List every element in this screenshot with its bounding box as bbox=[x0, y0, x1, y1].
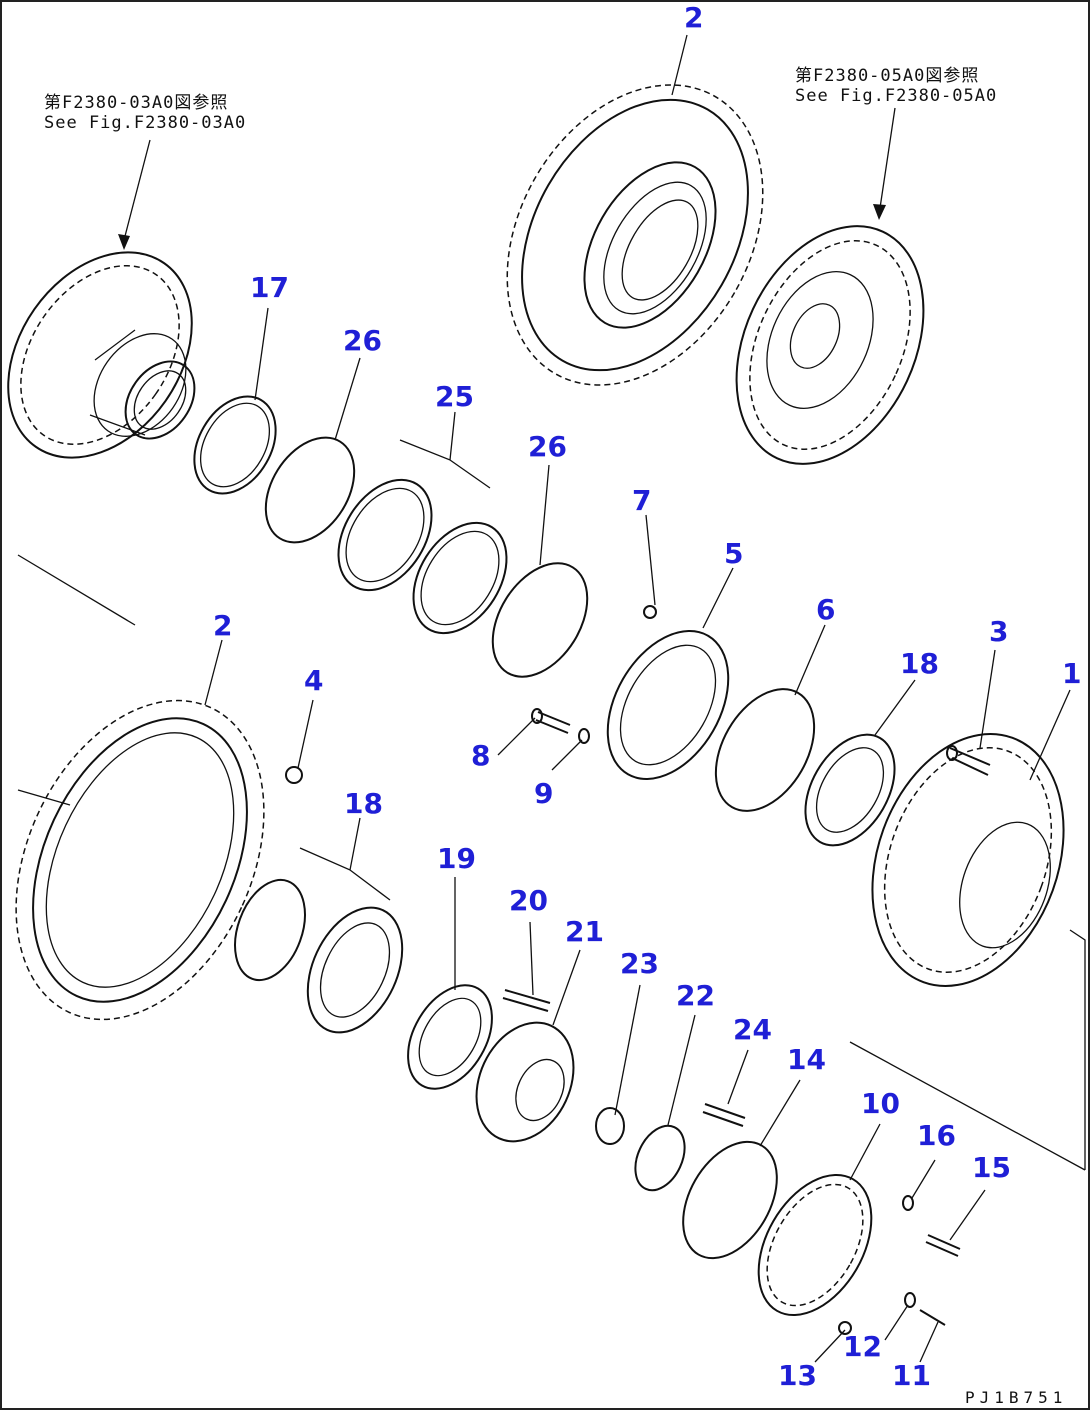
callout-15: 15 bbox=[972, 1151, 1011, 1184]
o-ring-26-a bbox=[264, 436, 356, 544]
callout-26-b: 26 bbox=[528, 430, 567, 463]
bolt-20 bbox=[502, 989, 551, 1012]
callout-6: 6 bbox=[816, 593, 836, 626]
callout-4: 4 bbox=[304, 664, 324, 697]
callout-12: 12 bbox=[843, 1330, 882, 1363]
callout-7: 7 bbox=[632, 484, 652, 517]
lock-plate-22 bbox=[634, 1124, 686, 1192]
ref-note-right-line1: 第F2380-05A0図参照 bbox=[795, 66, 980, 86]
callout-17: 17 bbox=[250, 271, 289, 304]
bolt-8 bbox=[531, 708, 571, 734]
ref-note-left: 第F2380-03A0図参照 See Fig.F2380-03A0 bbox=[44, 93, 246, 134]
o-ring-26-b bbox=[491, 562, 589, 678]
right-hub-assembly bbox=[735, 225, 925, 465]
ref-note-left-line2: See Fig.F2380-03A0 bbox=[44, 113, 247, 134]
callout-22: 22 bbox=[676, 979, 715, 1012]
collar-23 bbox=[595, 1107, 625, 1145]
washer-9 bbox=[578, 728, 590, 744]
bolt-3 bbox=[946, 745, 991, 776]
callout-1: 1 bbox=[1062, 657, 1082, 690]
callout-20: 20 bbox=[509, 884, 548, 917]
callout-18-b: 18 bbox=[344, 787, 383, 820]
callout-10: 10 bbox=[861, 1087, 900, 1120]
callout-5: 5 bbox=[724, 537, 744, 570]
ref-note-left-line1: 第F2380-03A0図参照 bbox=[44, 93, 229, 113]
sprocket-lower bbox=[15, 699, 265, 1021]
hub-1 bbox=[871, 733, 1065, 987]
ref-note-right-line2: See Fig.F2380-05A0 bbox=[795, 86, 998, 107]
bearing-18-a bbox=[804, 733, 896, 847]
bearing-18-b bbox=[234, 878, 404, 1034]
callout-9: 9 bbox=[534, 777, 554, 810]
callout-24: 24 bbox=[733, 1013, 772, 1046]
callout-8: 8 bbox=[471, 739, 491, 772]
callout-25: 25 bbox=[435, 380, 474, 413]
plate-19 bbox=[407, 984, 493, 1090]
o-ring-14 bbox=[682, 1140, 778, 1260]
plug-7 bbox=[643, 605, 657, 619]
center-lines bbox=[17, 554, 1086, 1171]
callout-2-mid: 2 bbox=[213, 609, 233, 642]
nut-21 bbox=[475, 1021, 575, 1143]
ref-note-right: 第F2380-05A0図参照 See Fig.F2380-05A0 bbox=[795, 66, 997, 107]
cover-10 bbox=[757, 1173, 873, 1317]
plug-13 bbox=[838, 1321, 852, 1335]
seal-25 bbox=[337, 478, 508, 635]
bolt-11 bbox=[919, 1309, 946, 1326]
callout-3: 3 bbox=[989, 615, 1009, 648]
ref-arrow-right bbox=[873, 107, 896, 220]
washer-12 bbox=[904, 1292, 916, 1308]
ref-arrow-left bbox=[118, 139, 151, 250]
callout-26-a: 26 bbox=[343, 324, 382, 357]
callout-23: 23 bbox=[620, 947, 659, 980]
o-ring-6 bbox=[714, 688, 816, 812]
washer-16 bbox=[902, 1195, 914, 1211]
nut-4 bbox=[285, 766, 303, 784]
bolt-15 bbox=[925, 1234, 961, 1257]
callout-16: 16 bbox=[917, 1119, 956, 1152]
callout-19: 19 bbox=[437, 842, 476, 875]
left-hub-assembly bbox=[7, 251, 196, 459]
sprocket-upper bbox=[506, 84, 764, 386]
retainer-5 bbox=[606, 630, 730, 780]
callout-11: 11 bbox=[892, 1359, 931, 1392]
callout-13: 13 bbox=[778, 1359, 817, 1392]
callout-2-top: 2 bbox=[684, 1, 704, 34]
bolt-24 bbox=[702, 1103, 746, 1127]
callout-18-a: 18 bbox=[900, 647, 939, 680]
ring-17 bbox=[193, 395, 277, 495]
drawing-code: PJ1B751 bbox=[965, 1388, 1068, 1407]
callout-21: 21 bbox=[565, 915, 604, 948]
callout-14: 14 bbox=[787, 1043, 826, 1076]
leader-lines bbox=[204, 34, 1071, 1363]
